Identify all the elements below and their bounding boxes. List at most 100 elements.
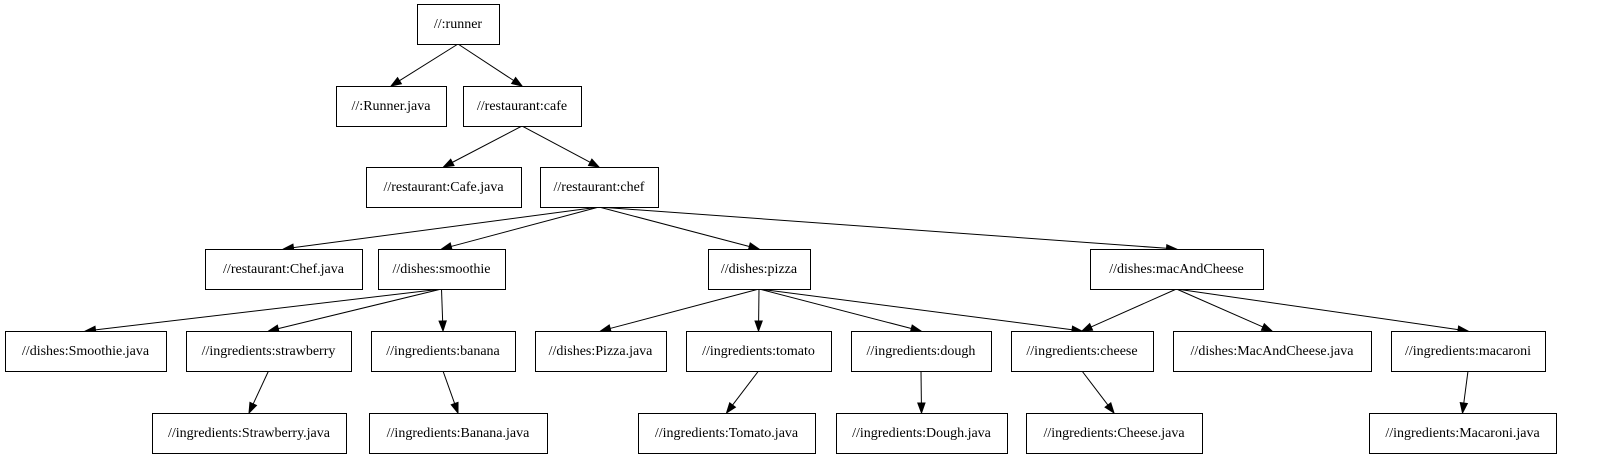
arrowhead-icon (599, 324, 612, 333)
arrowhead-icon (389, 76, 403, 87)
node-label: //ingredients:Banana.java (387, 426, 530, 441)
node-label: //ingredients:Macaroni.java (1385, 426, 1540, 441)
arrowhead-icon (725, 402, 737, 415)
node-label: //ingredients:banana (386, 344, 500, 359)
graph-edge (457, 43, 524, 87)
graph-edge (442, 125, 523, 168)
nodes-layer: //:runner //:Runner.java //restaurant:cafe… (5, 4, 1557, 454)
arrowhead-icon (909, 324, 923, 333)
graph-node-ing-cheese[interactable]: //ingredients:cheese (1011, 331, 1154, 372)
graph-edge (248, 370, 269, 415)
graph-edge (758, 288, 1084, 334)
graph-node-ing-banana[interactable]: //ingredients:banana (371, 331, 516, 372)
graph-edge (1080, 288, 1177, 332)
graph-node-dishes-smoothie-java[interactable]: //dishes:Smoothie.java (5, 331, 167, 372)
node-box[interactable] (5, 331, 167, 372)
node-label: //dishes:smoothie (393, 262, 491, 277)
graph-edge (598, 206, 761, 251)
graph-node-dishes-macandcheese[interactable]: //dishes:macAndCheese (1090, 249, 1264, 290)
node-box[interactable] (205, 249, 363, 290)
node-label: //ingredients:Tomato.java (655, 426, 799, 441)
node-box[interactable] (417, 4, 500, 45)
node-label: //dishes:Smoothie.java (22, 344, 150, 359)
node-box[interactable] (686, 331, 832, 372)
arrowhead-icon (248, 401, 258, 415)
node-box[interactable] (836, 413, 1008, 454)
graph-edge (84, 288, 442, 335)
node-box[interactable] (463, 86, 582, 127)
node-box[interactable] (535, 331, 667, 372)
graph-node-ing-dough[interactable]: //ingredients:dough (851, 331, 992, 372)
node-label: //restaurant:chef (554, 180, 645, 195)
graph-edge (521, 125, 601, 168)
graph-node-ing-macaroni-java[interactable]: //ingredients:Macaroni.java (1369, 413, 1557, 454)
node-label: //restaurant:Chef.java (223, 262, 345, 277)
node-label: //ingredients:tomato (702, 344, 815, 359)
node-box[interactable] (1090, 249, 1264, 290)
node-box[interactable] (366, 167, 522, 208)
graph-edge (442, 370, 459, 415)
node-box[interactable] (369, 413, 548, 454)
node-box[interactable] (1391, 331, 1546, 372)
graph-node-ing-strawberry[interactable]: //ingredients:strawberry (186, 331, 352, 372)
graph-node-runner[interactable]: //:runner (417, 4, 500, 45)
graph-edge (1176, 288, 1470, 334)
node-label: //restaurant:Cafe.java (383, 180, 504, 195)
node-label: //ingredients:dough (867, 344, 976, 359)
graph-node-ing-tomato-java[interactable]: //ingredients:Tomato.java (638, 413, 816, 454)
arrowhead-icon (450, 401, 459, 415)
node-box[interactable] (378, 249, 506, 290)
node-box[interactable] (1173, 331, 1372, 372)
arrowhead-icon (754, 320, 763, 333)
graph-edge (1081, 370, 1115, 415)
node-label: //ingredients:cheese (1026, 344, 1137, 359)
graph-node-dishes-macandcheese-java[interactable]: //dishes:MacAndCheese.java (1173, 331, 1372, 372)
node-label: //:runner (434, 17, 483, 32)
arrowhead-icon (438, 320, 447, 333)
graph-node-ing-dough-java[interactable]: //ingredients:Dough.java (836, 413, 1008, 454)
arrowhead-icon (1104, 402, 1115, 415)
graph-edge (725, 370, 759, 415)
arrowhead-icon (510, 76, 524, 87)
node-box[interactable] (638, 413, 816, 454)
graph-node-runner-java[interactable]: //:Runner.java (336, 86, 447, 127)
graph-node-ing-strawberry-java[interactable]: //ingredients:Strawberry.java (152, 413, 347, 454)
graph-edge (917, 370, 926, 415)
graph-edge (267, 288, 442, 333)
graph-edge (438, 288, 447, 333)
arrowhead-icon (917, 402, 926, 415)
arrowhead-icon (442, 158, 455, 168)
graph-node-restaurant-cafe-java[interactable]: //restaurant:Cafe.java (366, 167, 522, 208)
node-box[interactable] (708, 249, 811, 290)
node-box[interactable] (851, 331, 992, 372)
graph-node-restaurant-cafe[interactable]: //restaurant:cafe (463, 86, 582, 127)
node-box[interactable] (371, 331, 516, 372)
arrowhead-icon (1080, 322, 1094, 332)
graph-edge (758, 288, 923, 333)
graph-node-ing-macaroni[interactable]: //ingredients:macaroni (1391, 331, 1546, 372)
node-box[interactable] (336, 86, 447, 127)
graph-edge (440, 206, 600, 251)
graph-node-ing-cheese-java[interactable]: //ingredients:Cheese.java (1026, 413, 1203, 454)
node-box[interactable] (1026, 413, 1203, 454)
graph-node-restaurant-chef-java[interactable]: //restaurant:Chef.java (205, 249, 363, 290)
node-box[interactable] (186, 331, 352, 372)
node-label: //ingredients:strawberry (202, 344, 336, 359)
graph-node-dishes-smoothie[interactable]: //dishes:smoothie (378, 249, 506, 290)
node-box[interactable] (1369, 413, 1557, 454)
node-label: //ingredients:macaroni (1405, 344, 1531, 359)
node-box[interactable] (540, 167, 659, 208)
node-box[interactable] (152, 413, 347, 454)
graph-edge (282, 206, 600, 252)
node-label: //dishes:pizza (721, 262, 798, 277)
node-label: //ingredients:Strawberry.java (168, 426, 331, 441)
arrowhead-icon (747, 242, 761, 251)
node-box[interactable] (1011, 331, 1154, 372)
graph-node-ing-tomato[interactable]: //ingredients:tomato (686, 331, 832, 372)
graph-node-restaurant-chef[interactable]: //restaurant:chef (540, 167, 659, 208)
node-label: //ingredients:Dough.java (852, 426, 992, 441)
graph-node-ing-banana-java[interactable]: //ingredients:Banana.java (369, 413, 548, 454)
graph-node-dishes-pizza[interactable]: //dishes:pizza (708, 249, 811, 290)
graph-node-dishes-pizza-java[interactable]: //dishes:Pizza.java (535, 331, 667, 372)
arrowhead-icon (1459, 402, 1469, 415)
